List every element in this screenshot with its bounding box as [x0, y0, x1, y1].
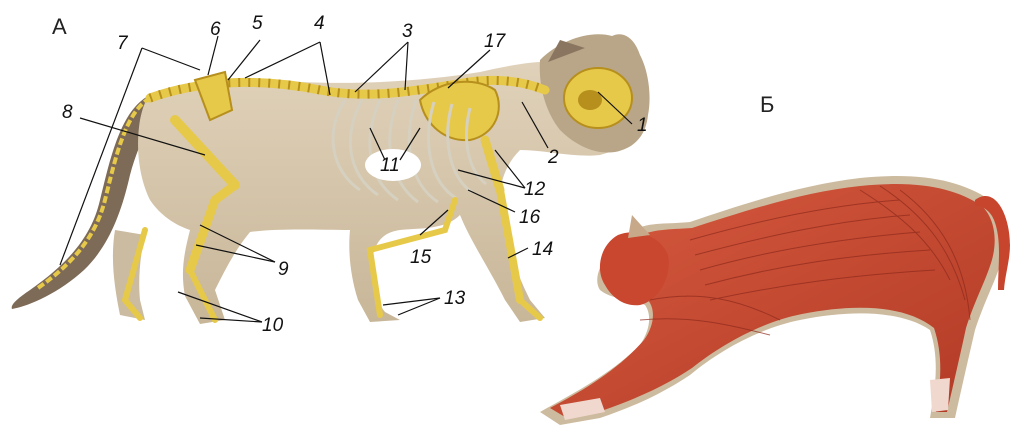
label-14: 14	[532, 240, 553, 259]
label-15: 15	[410, 248, 431, 267]
label-13: 13	[444, 289, 465, 308]
panel-a-label: А	[52, 14, 67, 40]
label-16: 16	[519, 208, 540, 227]
label-4: 4	[314, 14, 325, 33]
label-7: 7	[117, 34, 128, 53]
label-8: 8	[62, 103, 73, 122]
cat-muscle-illustration	[540, 176, 1010, 425]
label-17: 17	[484, 32, 505, 51]
label-11: 11	[380, 156, 400, 175]
panel-b-label: Б	[760, 92, 774, 118]
label-9: 9	[278, 260, 289, 279]
label-2: 2	[548, 148, 559, 167]
label-5: 5	[252, 14, 263, 33]
cat-skeleton-illustration	[12, 34, 650, 324]
label-1: 1	[637, 116, 648, 135]
label-6: 6	[210, 20, 221, 39]
label-12: 12	[524, 180, 545, 199]
hind-paw-tendon	[930, 378, 950, 412]
label-3: 3	[402, 22, 413, 41]
label-10: 10	[262, 316, 283, 335]
